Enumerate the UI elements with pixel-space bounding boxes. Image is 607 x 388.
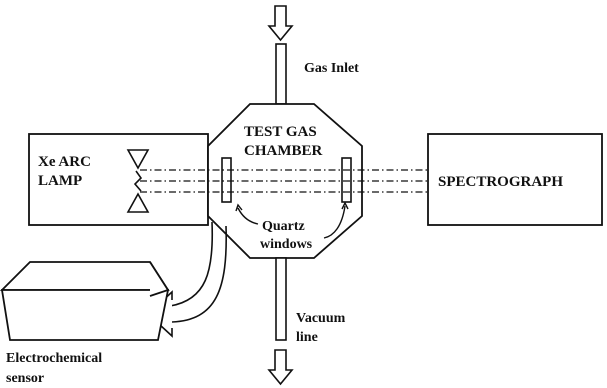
quartz-label-line2: windows	[260, 237, 313, 252]
quartz-window-left	[221, 157, 232, 203]
lamp-label-line2: LAMP	[38, 173, 82, 189]
xe-arc-lamp-box	[28, 133, 209, 226]
arc-electrodes-icon	[126, 149, 150, 213]
sensor-label-line2: sensor	[6, 371, 44, 386]
quartz-window-right	[341, 157, 352, 203]
chamber-label-line2: CHAMBER	[244, 143, 323, 159]
gas-inflow-arrow-icon	[267, 5, 294, 42]
gas-inlet-pipe	[275, 43, 287, 105]
vacuum-label-line1: Vacuum	[296, 311, 346, 326]
vacuum-label-line2: line	[296, 330, 318, 345]
spectrograph-box	[427, 133, 603, 226]
vacuum-outflow-arrow-icon	[267, 349, 294, 386]
quartz-label-line1: Quartz	[262, 219, 305, 234]
electrochemical-sensor	[0, 261, 170, 341]
sensor-label-line1: Electrochemical	[6, 351, 102, 366]
gas-inlet-label: Gas Inlet	[304, 61, 359, 76]
spectrograph-label: SPECTROGRAPH	[438, 174, 563, 190]
lamp-label-line1: Xe ARC	[38, 154, 91, 170]
quartz-pointer-arrows	[235, 201, 349, 239]
vacuum-line-pipe	[275, 257, 287, 341]
light-beam	[140, 169, 428, 193]
sample-transfer-tube	[169, 221, 227, 323]
chamber-label-line1: TEST GAS	[244, 124, 317, 140]
